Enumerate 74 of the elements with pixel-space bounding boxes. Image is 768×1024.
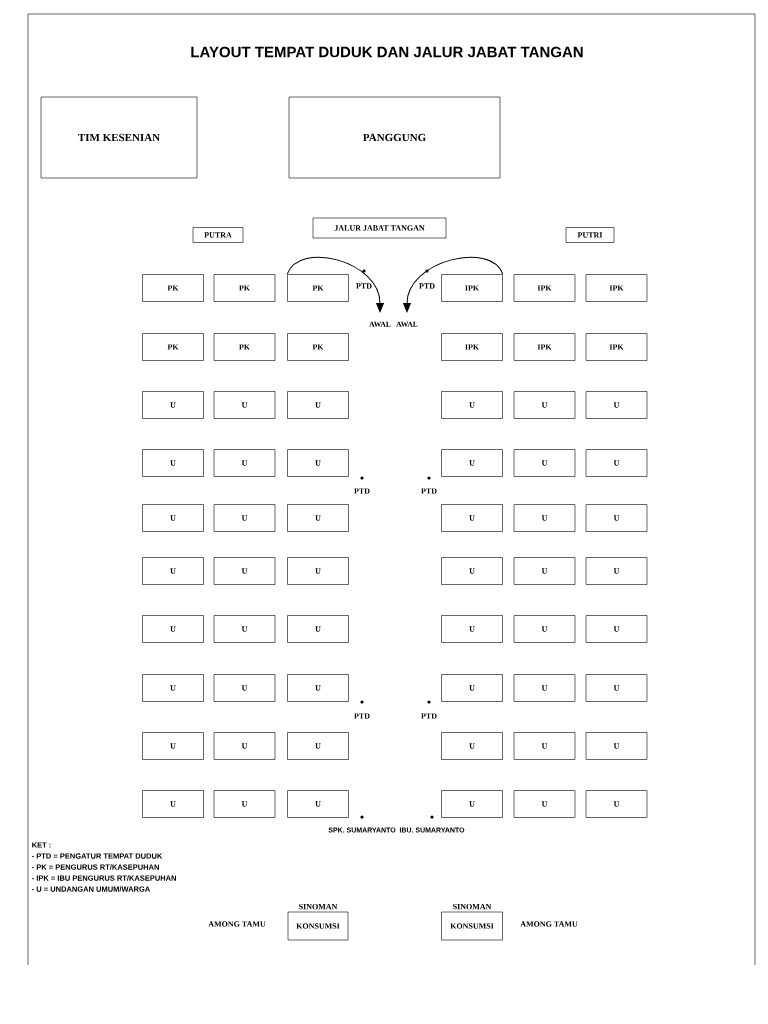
seat-box: U [287,615,349,643]
area-box: PANGGUNG [288,96,501,179]
seat-box: U [441,790,503,818]
seat-box: U [513,504,576,532]
table-box: KONSUMSI [287,911,349,941]
curved-arrow [286,256,384,313]
seat-box: IPK [585,333,648,361]
seat-box: U [585,391,648,419]
seat-box: U [142,504,204,532]
seat-box: U [287,790,349,818]
table-box: KONSUMSI [441,911,503,941]
seat-box: U [142,449,204,477]
seat-box: U [513,391,576,419]
seat-box: U [142,674,204,702]
seat-box: U [213,557,276,585]
seat-box: U [287,557,349,585]
seat-box: U [213,615,276,643]
heading: SINOMAN [299,903,338,910]
curved-arrow [403,256,504,313]
seat-box: U [513,732,576,760]
seat-box: U [441,615,503,643]
seat-box: U [213,391,276,419]
sign-box: PUTRI [565,227,615,243]
seat-box: U [213,504,276,532]
seat-box: U [441,504,503,532]
seat-box: U [142,732,204,760]
area-box: TIM KESENIAN [40,96,198,179]
seat-box: IPK [513,333,576,361]
seat-box: IPK [441,333,503,361]
seat-box: U [287,732,349,760]
seat-box: PK [213,274,276,302]
sign-box: JALUR JABAT TANGAN [312,217,447,239]
seat-box: U [213,674,276,702]
seat-box: PK [142,333,204,361]
seat-box: IPK [513,274,576,302]
role-label: AMONG TAMU [208,921,266,927]
seat-box: U [513,674,576,702]
seat-box: U [142,790,204,818]
seat-box: U [513,615,576,643]
seat-box: U [213,732,276,760]
seat-box: U [142,557,204,585]
seat-box: U [142,615,204,643]
seat-box: IPK [441,274,503,302]
seat-box: PK [287,274,349,302]
seat-box: U [513,449,576,477]
heading: SINOMAN [453,903,492,910]
seat-box: PK [142,274,204,302]
seat-box: U [213,790,276,818]
seat-box: U [585,449,648,477]
seat-box: U [441,732,503,760]
seat-box: U [287,504,349,532]
seat-box: U [287,391,349,419]
seat-box: U [513,557,576,585]
seat-box: U [441,449,503,477]
seat-box: U [585,615,648,643]
seat-box: U [213,449,276,477]
role-label: AMONG TAMU [520,921,578,927]
seat-box: U [585,504,648,532]
seat-box: U [287,449,349,477]
seat-box: U [585,557,648,585]
seat-box: PK [213,333,276,361]
title: LAYOUT TEMPAT DUDUK DAN JALUR JABAT TANGAN [191,46,583,58]
seat-box: U [441,674,503,702]
seat-box: U [287,674,349,702]
seat-box: U [441,557,503,585]
sign-box: PUTRA [192,227,244,243]
seat-box: U [441,391,503,419]
seat-box: PK [287,333,349,361]
seat-box: U [142,391,204,419]
seat-box: U [585,732,648,760]
seat-box: U [513,790,576,818]
seat-box: U [585,790,648,818]
seat-box: IPK [585,274,648,302]
seat-box: U [585,674,648,702]
